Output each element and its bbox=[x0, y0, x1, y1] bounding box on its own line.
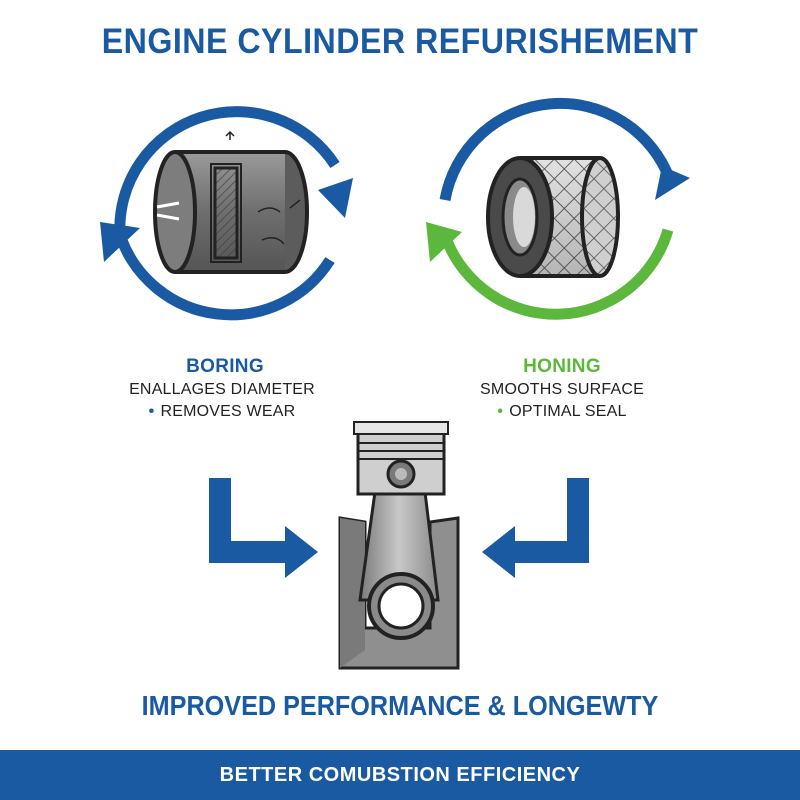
honing-line-1: SMOOTHS SURFACE bbox=[480, 381, 644, 398]
boring-line-2: •REMOVES WEAR bbox=[148, 403, 296, 420]
step-title-honing: HONING bbox=[523, 356, 601, 377]
honed-cylinder-crosshatch-icon bbox=[486, 156, 620, 278]
bullet-icon: • bbox=[148, 403, 155, 420]
page-title: ENGINE CYLINDER REFURISHEMENT bbox=[101, 22, 699, 61]
footer-banner: BETTER COMUBSTION EFFICIENCY bbox=[0, 750, 800, 800]
step-title-boring: BORING bbox=[186, 356, 264, 377]
footer-text: BETTER COMUBSTION EFFICIENCY bbox=[219, 763, 581, 786]
bullet-icon: • bbox=[497, 403, 504, 420]
left-flow-arrow bbox=[209, 478, 318, 578]
honing-line-2: •OPTIMAL SEAL bbox=[497, 403, 627, 420]
honing-cycle-arrows bbox=[426, 97, 690, 320]
result-headline: IMPROVED PERFORMANCE & LONGEWTY bbox=[141, 690, 659, 721]
right-flow-arrow bbox=[482, 478, 589, 578]
piston-in-cylinder-icon bbox=[338, 421, 460, 670]
boring-line-1: ENALLAGES DIAMETER bbox=[129, 381, 315, 398]
boring-cylinder-icon bbox=[153, 130, 309, 274]
boring-cycle-arrows bbox=[100, 106, 353, 321]
